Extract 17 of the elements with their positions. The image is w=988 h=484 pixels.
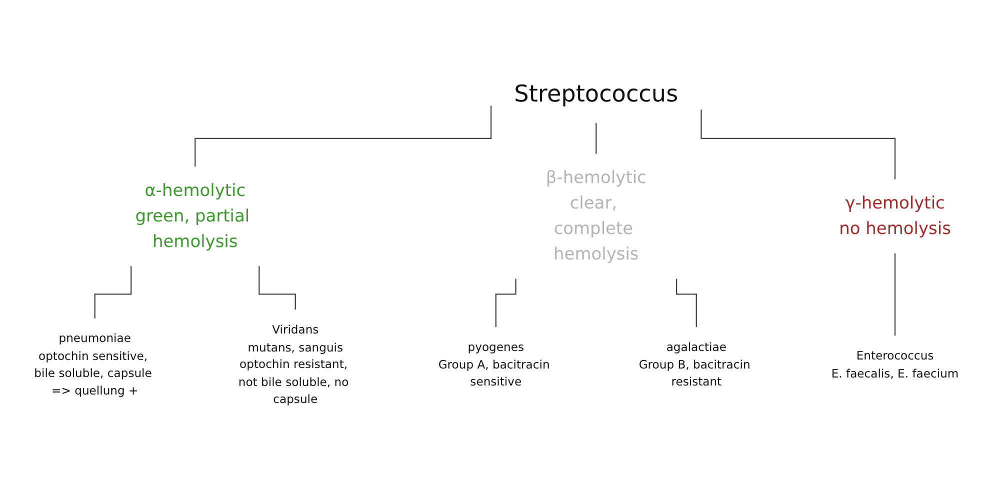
node-text: Enterococcus E. faecalis, E. faecium: [831, 348, 959, 380]
connector: [194, 105, 492, 167]
node-text: β-hemolytic clear, complete hemolysis: [546, 168, 646, 264]
node-text: Streptococcus: [514, 80, 678, 108]
node-text: agalactiae Group B, bacitracin resistant: [638, 340, 750, 388]
node-text: α-hemolytic green, partial hemolysis: [135, 180, 250, 252]
connector: [258, 266, 296, 310]
node-text: γ-hemolytic no hemolysis: [839, 194, 951, 238]
connector: [94, 266, 132, 319]
connector: [676, 278, 697, 328]
node-text: Viridans mutans, sanguis optochin resistant, not bile soluble, no capsule: [238, 322, 349, 406]
connector: [894, 252, 896, 336]
connector: [596, 122, 597, 154]
connector: [495, 278, 516, 328]
node-text: pyogenes Group A, bacitracin sensitive: [438, 340, 550, 388]
connector: [700, 109, 896, 180]
node-text: pneumoniae optochin sensitive, bile soluble, capsule => quellung +: [34, 331, 152, 397]
